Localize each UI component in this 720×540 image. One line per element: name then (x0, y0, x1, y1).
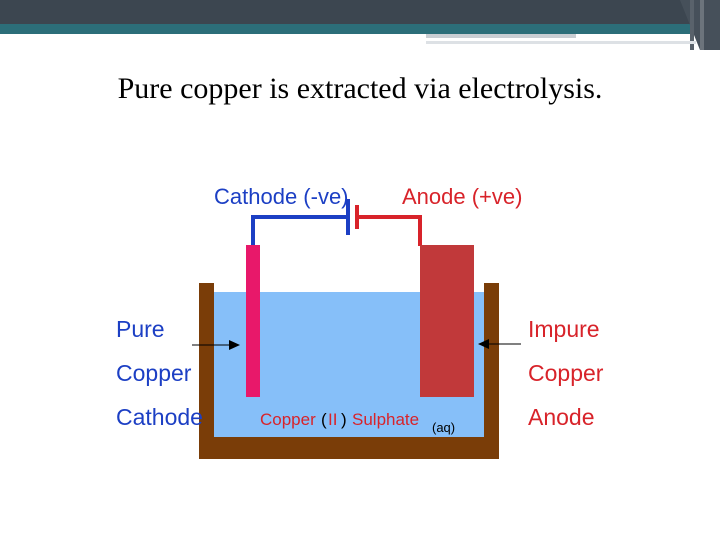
battery-positive-plate (355, 205, 359, 229)
left-label-line: Pure (116, 316, 165, 342)
oxidation-paren-close: ) (341, 410, 347, 429)
slide-title: Pure copper is extracted via electrolysi… (117, 72, 603, 105)
anode-terminal-label: Anode (+ve) (402, 184, 522, 209)
right-label-line: Anode (528, 404, 595, 430)
right-label-line: Impure (528, 316, 600, 342)
electrolyte-state: (aq) (432, 420, 455, 435)
battery-negative-plate (346, 199, 350, 235)
electrolyte-salt: Sulphate (352, 410, 419, 429)
tank (199, 283, 499, 459)
oxidation-state: II (328, 410, 337, 429)
cathode-terminal-label: Cathode (-ve) (214, 184, 349, 209)
left-label-line: Cathode (116, 404, 203, 430)
right-pointer-arrow (478, 339, 521, 349)
left-pointer-arrow (192, 340, 240, 350)
left-label-line: Copper (116, 360, 192, 386)
slide-header-banner (0, 0, 720, 50)
anode-plate (420, 245, 474, 397)
oxidation-paren-open: ( (321, 410, 327, 429)
anode-wire (358, 215, 422, 246)
electrolyte-name: Copper (260, 410, 316, 429)
pure-copper-cathode-label: Pure Copper Cathode (116, 316, 203, 430)
electrolyte-label: Copper ( II ) Sulphate (260, 410, 419, 429)
cathode-wire (251, 215, 346, 246)
impure-copper-anode-label: Impure Copper Anode (528, 316, 610, 430)
cathode-plate (246, 245, 260, 397)
right-label-line: Copper (528, 360, 604, 386)
